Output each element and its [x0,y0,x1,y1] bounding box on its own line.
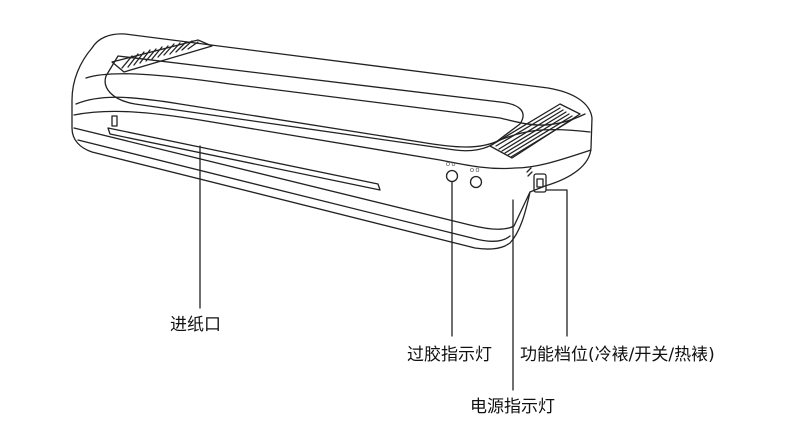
lid-front-edge [73,110,592,170]
label-ready-indicator: 过胶指示灯 [407,345,492,365]
mode-switch [526,167,547,193]
laminator-body-outline [71,33,593,250]
feed-slot [107,115,381,191]
power-lamp [469,175,483,189]
base-front [73,127,531,230]
svg-text:O O: O O [446,162,456,168]
lid-panel [104,55,524,152]
label-function-switch: 功能档位(冷裱/开关/热裱) [520,345,715,365]
vent-grille-left [111,39,213,73]
svg-text:O O: O O [470,168,480,174]
label-feed-slot: 进纸口 [170,315,221,335]
vent-grille-right [489,103,581,159]
lid-top-contour [85,73,586,126]
label-power-indicator: 电源指示灯 [470,397,555,417]
leader-mode [545,189,568,337]
base-bottom-edge [77,139,511,242]
ready-lamp [445,169,459,183]
